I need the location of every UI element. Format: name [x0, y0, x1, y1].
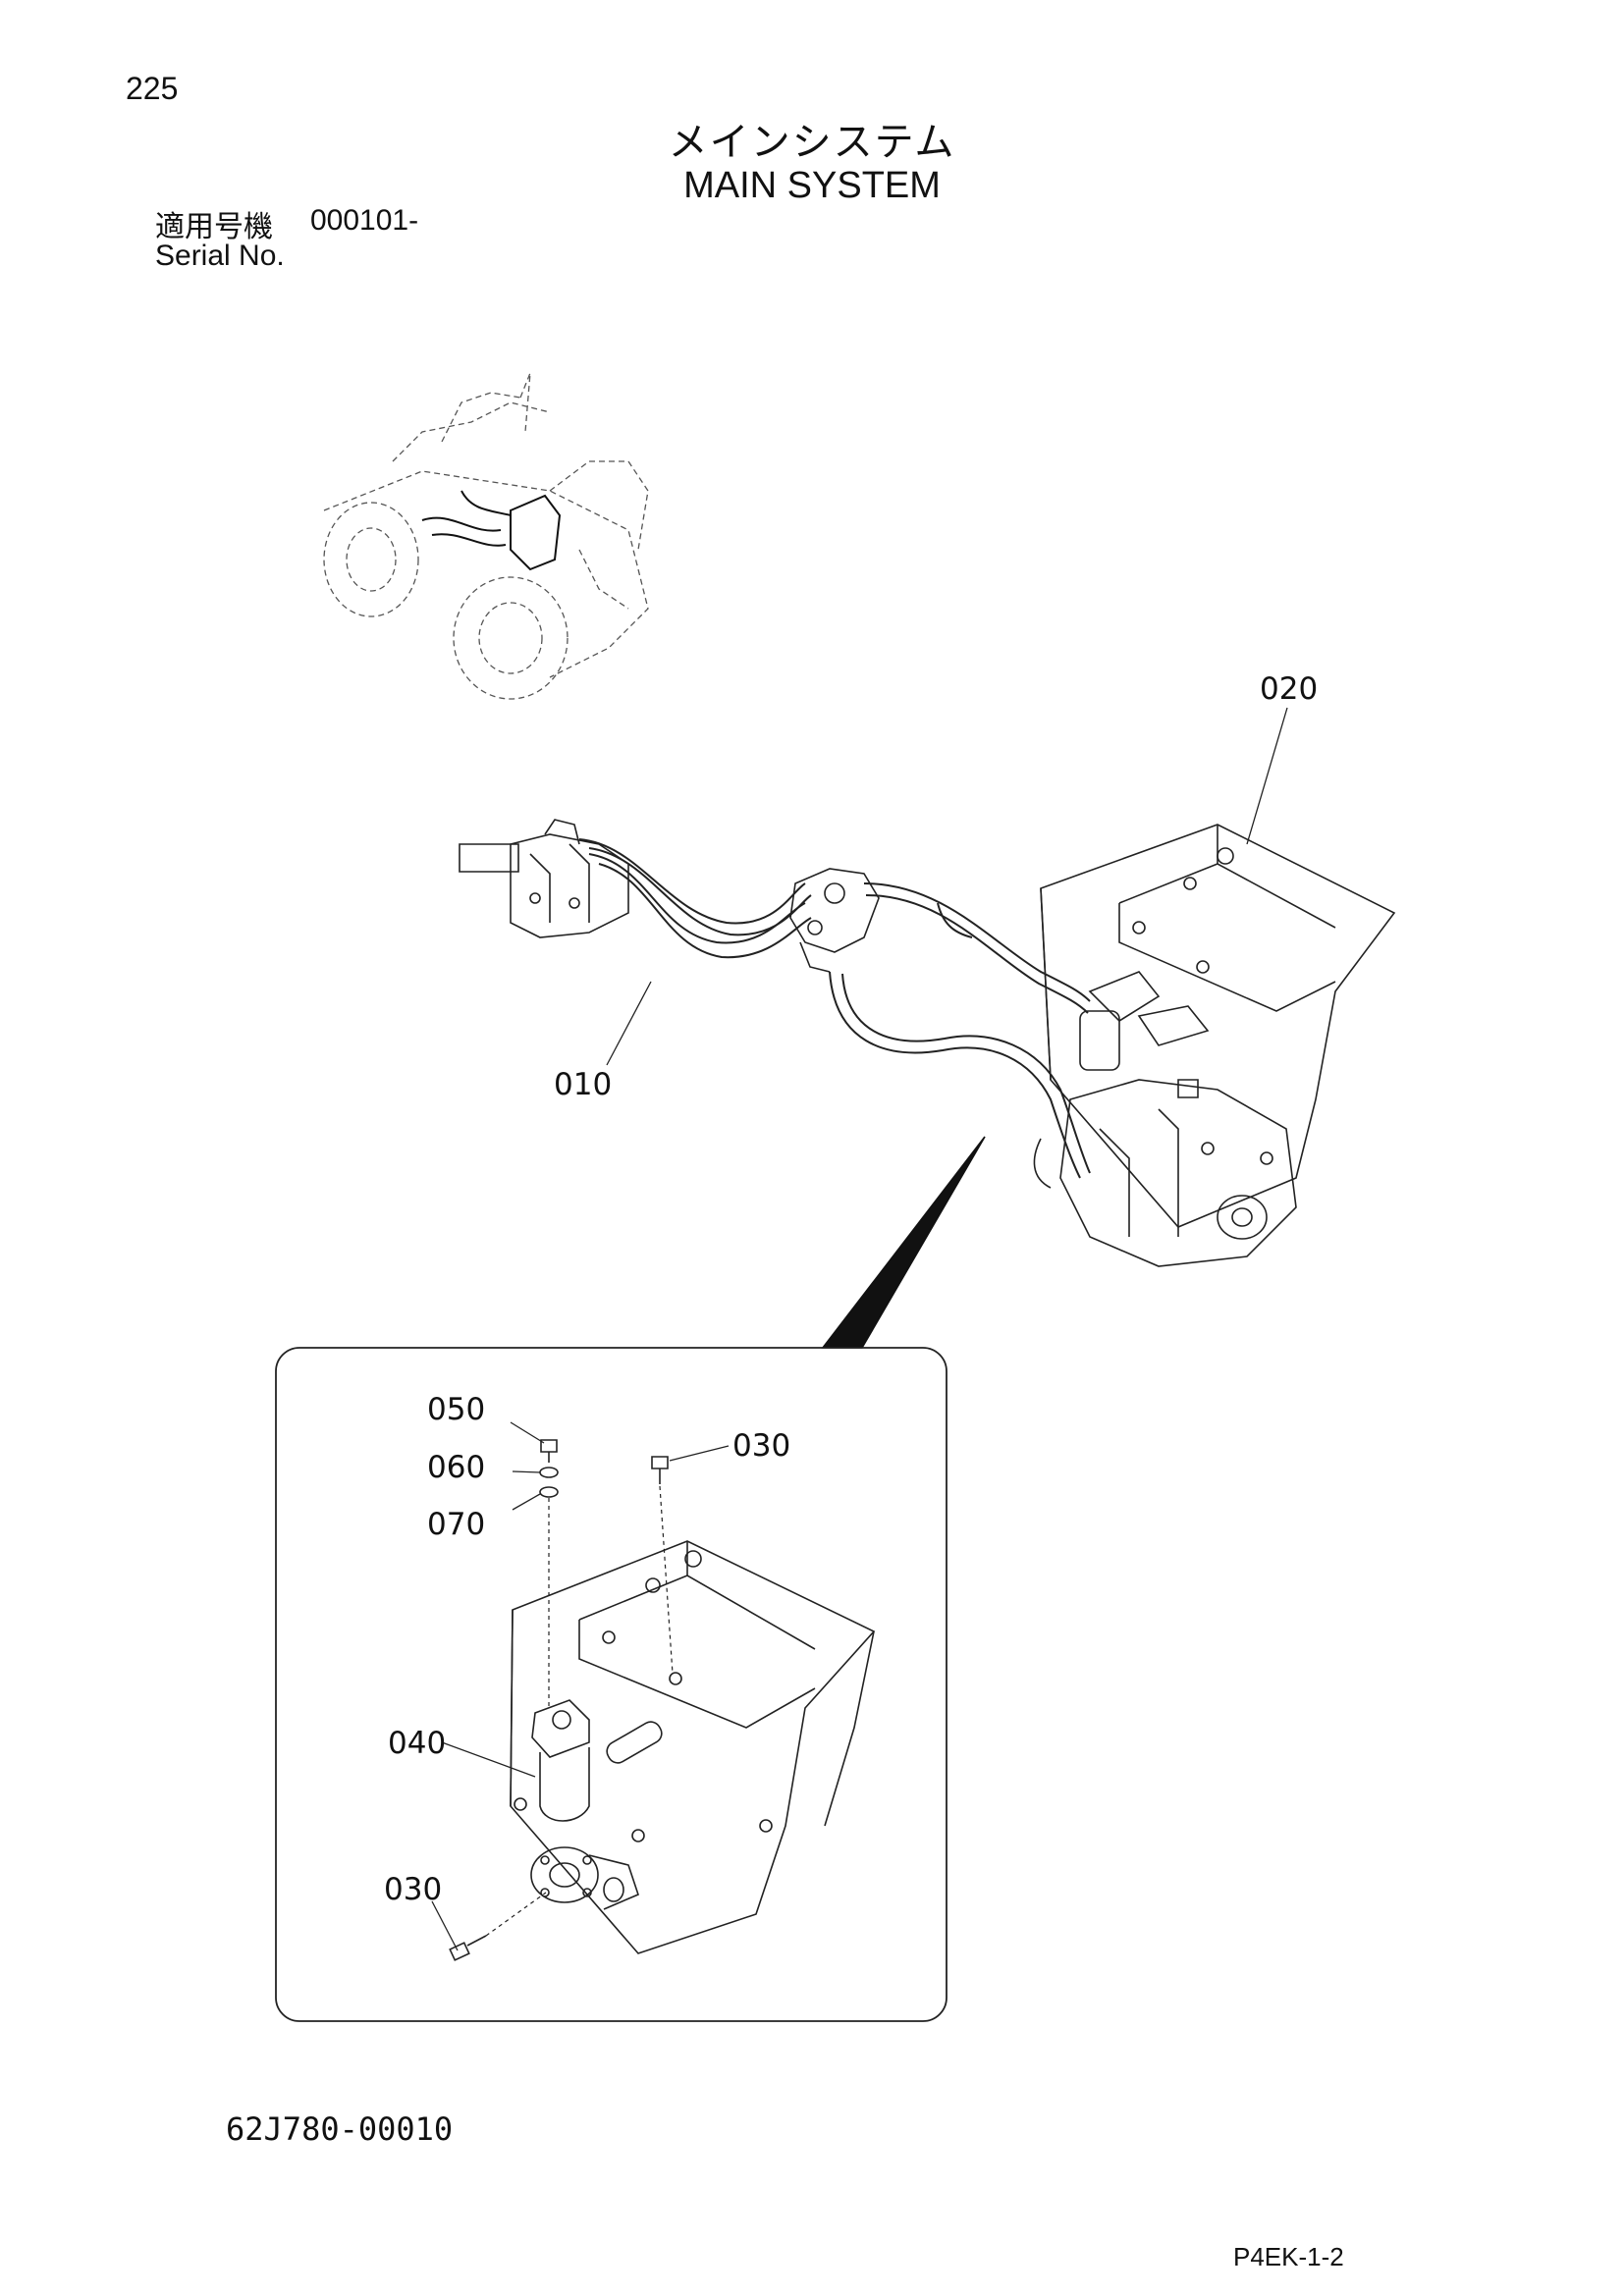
detail-washer-070: [540, 1487, 558, 1497]
detail-bolt-030-top: [652, 1457, 668, 1484]
gear-pump: [790, 869, 879, 972]
detail-pointer: [823, 1137, 985, 1348]
title-english: MAIN SYSTEM: [683, 165, 941, 206]
title-japanese: メインシステム: [668, 120, 956, 165]
callout-010: 010: [554, 1067, 612, 1102]
serial-label-english: Serial No.: [155, 240, 285, 272]
control-valve: [460, 820, 628, 937]
detail-flange: [531, 1847, 638, 1909]
callout-070: 070: [427, 1507, 485, 1542]
detail-tank: [511, 1541, 874, 1953]
leader-lines: [432, 708, 1287, 1950]
tank-assembly-020: [1041, 825, 1394, 1227]
machine-overview-thumbnail: [324, 373, 648, 699]
machine-highlight-part: [422, 491, 560, 569]
detail-bolt-030-bottom: [450, 1936, 486, 1960]
assembly-lines: [486, 1486, 673, 1936]
detail-filter-040: [532, 1700, 665, 1821]
hoses-to-tank: [830, 883, 1090, 1178]
callout-040: 040: [388, 1726, 446, 1761]
detail-washer-060: [540, 1468, 558, 1477]
callout-060: 060: [427, 1450, 485, 1485]
callout-050: 050: [427, 1392, 485, 1427]
callout-030-bottom: 030: [384, 1872, 442, 1907]
page-code: P4EK-1-2: [1233, 2242, 1344, 2271]
serial-label-japanese: 適用号機: [155, 210, 273, 244]
detail-view-frame: [276, 1348, 947, 2021]
callout-030-top: 030: [732, 1428, 790, 1464]
drawing-number: 62J780-00010: [226, 2110, 454, 2148]
detail-bolt-050: [541, 1440, 557, 1463]
callout-020: 020: [1260, 671, 1318, 707]
hose-assembly-010: [579, 839, 811, 957]
serial-value: 000101-: [310, 204, 419, 237]
piston-pump: [1034, 1080, 1296, 1266]
page-number: 225: [126, 71, 179, 106]
